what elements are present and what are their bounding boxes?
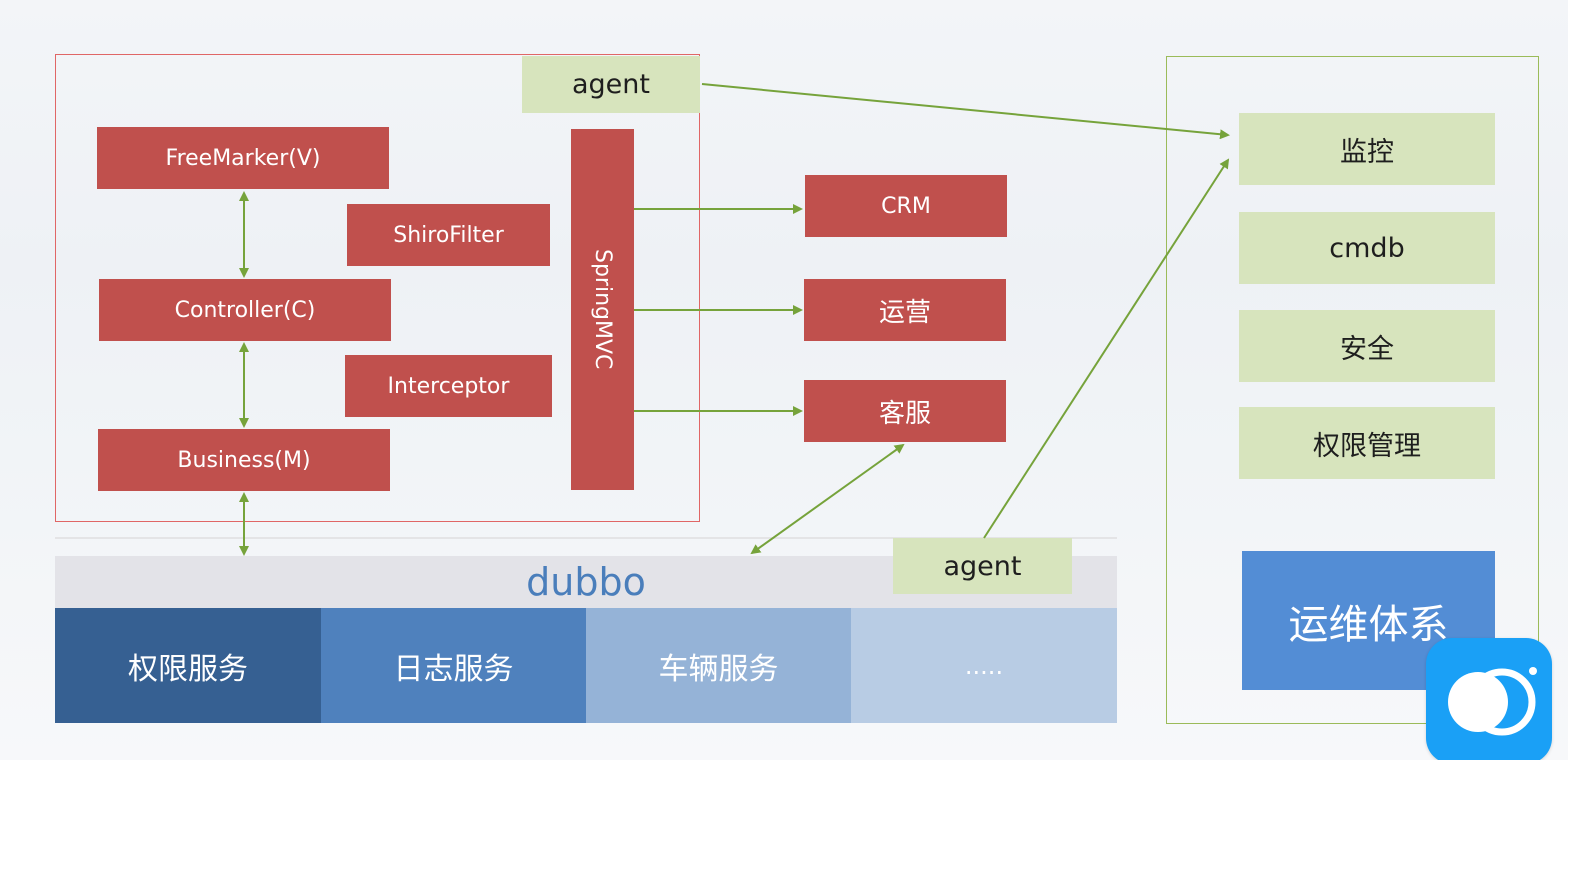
ops-item-cmdb: cmdb [1239, 212, 1495, 284]
ops-item-permission: 权限管理 [1239, 407, 1495, 479]
yunying-box: 运营 [804, 279, 1006, 341]
kefu-box: 客服 [804, 380, 1006, 442]
agent-box-bus: agent [893, 538, 1072, 594]
slide-canvas: agent FreeMarker(V) ShiroFilter Controll… [0, 0, 1568, 760]
ops-item-security: 安全 [1239, 310, 1495, 382]
crm-box: CRM [805, 175, 1007, 237]
controller-box: Controller(C) [99, 279, 391, 341]
web-layer-frame [55, 54, 700, 522]
arrow-agent-monitor [701, 83, 1230, 140]
service-more: ..... [851, 608, 1117, 723]
shirofilter-box: ShiroFilter [347, 204, 550, 266]
business-box: Business(M) [98, 429, 390, 491]
service-vehicle: 车辆服务 [586, 608, 851, 723]
springmvc-box: SpringMVC [571, 129, 634, 490]
service-log: 日志服务 [321, 608, 586, 723]
springmvc-label: SpringMVC [590, 249, 615, 370]
freemarker-box: FreeMarker(V) [97, 127, 389, 189]
service-permission: 权限服务 [55, 608, 321, 723]
agent-box-top: agent [522, 56, 700, 113]
app-logo-icon[interactable] [1426, 638, 1552, 760]
interceptor-box: Interceptor [345, 355, 552, 417]
bus-separator [55, 537, 1117, 539]
ops-item-monitor: 监控 [1239, 113, 1495, 185]
dubbo-label: dubbo [526, 560, 646, 604]
